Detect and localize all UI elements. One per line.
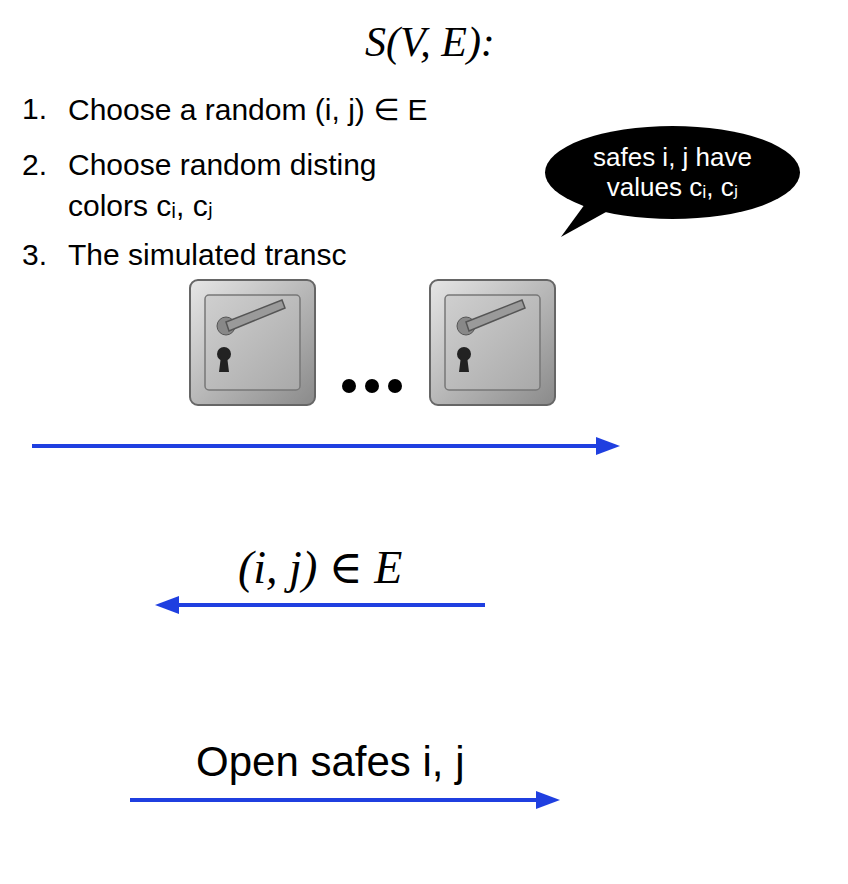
safe-icon [190, 280, 315, 405]
message-arrow [32, 437, 620, 455]
speech-bubble: safes i, j have values cᵢ, cⱼ [545, 126, 800, 219]
bubble-text: safes i, j have values cᵢ, cⱼ [589, 143, 757, 201]
message-label: Open safes i, j [196, 738, 464, 786]
step-number: 1. [22, 92, 47, 126]
title: S(V, E): [365, 18, 495, 66]
step-number: 2. [22, 148, 47, 182]
message-arrow [155, 596, 485, 614]
step-text: colors cᵢ, cⱼ [68, 188, 213, 223]
step-text: Choose random disting [68, 148, 377, 182]
step-text: Choose a random (i, j) ∈ E [68, 92, 428, 127]
step-number: 3. [22, 238, 47, 272]
ellipsis-dots [342, 379, 402, 393]
message-arrow [130, 791, 560, 809]
safe-icon [430, 280, 555, 405]
step-text: The simulated transc [68, 238, 346, 272]
message-label: (i, j) ∈ E [238, 540, 402, 594]
